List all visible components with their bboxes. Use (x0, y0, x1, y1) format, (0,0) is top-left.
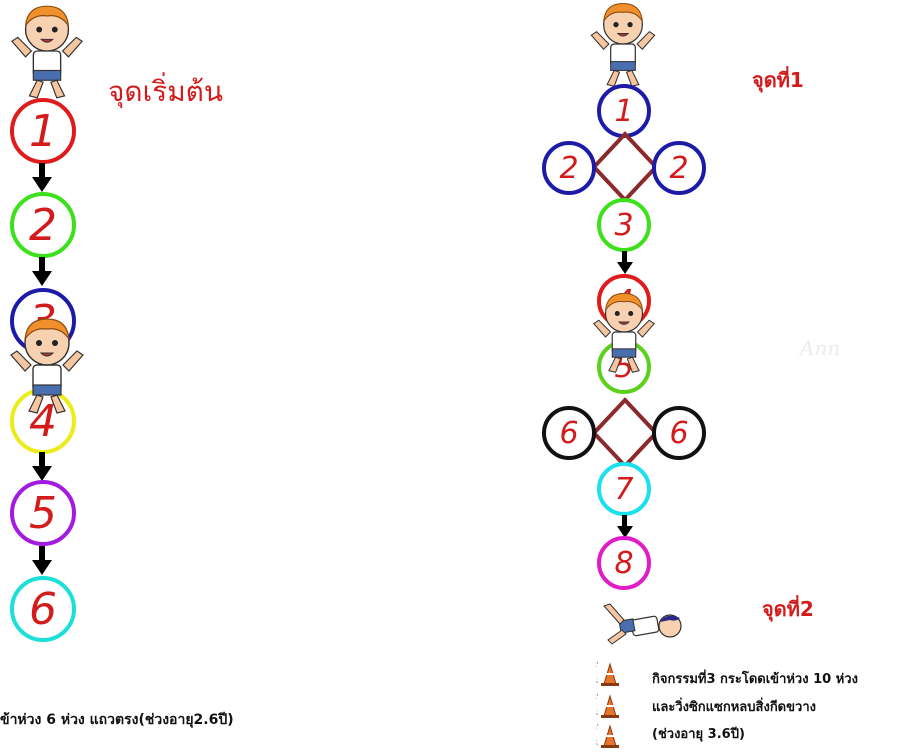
activity-description-line-3: (ช่วงอายุ 3.6ปี) (652, 727, 745, 742)
right-hoop-2-left: 2 (542, 141, 596, 195)
left-hoop-6-number: 6 (29, 583, 57, 635)
cone-icon (596, 661, 619, 686)
right-hoop-2-right: 2 (652, 141, 706, 195)
point-1-label: จุดที่1 (752, 68, 804, 92)
arrow-down-icon (617, 251, 633, 274)
cone-icon (596, 723, 619, 748)
activity-description-line-1: กิจกรรมที่3 กระโดดเข้าห่วง 10 ห่วง (652, 672, 858, 687)
right-hoop-1: 1 (597, 84, 651, 138)
right-hoop-3-number: 3 (614, 207, 634, 243)
left-hoop-5: 5 (10, 480, 76, 546)
arrow-down-icon (617, 515, 633, 538)
right-hoop-8: 8 (597, 536, 651, 590)
left-hoop-5-number: 5 (29, 487, 57, 539)
left-activity-caption: ข้าห่วง 6 ห่วง แถวตรง(ช่วงอายุ2.6ปี) (0, 712, 234, 728)
right-hoop-2-left-number: 2 (559, 150, 579, 186)
right-hoop-1-number: 1 (614, 93, 634, 129)
activity-description-line-2: และวิ่งซิกแซกหลบสิ่งกีดขวาง (652, 700, 816, 715)
point-2-label: จุดที่2 (762, 597, 814, 621)
right-hoop-6-left-number: 6 (559, 415, 579, 451)
start-label: จุดเริ่มต้น (108, 75, 223, 108)
left-hoop-2-number: 2 (29, 199, 57, 251)
arrow-down-icon (32, 163, 52, 192)
cone-icon (596, 693, 619, 718)
child-cartwheel-illustration (603, 603, 682, 645)
right-hoop-7: 7 (597, 462, 651, 516)
child-illustration-point1 (585, 0, 661, 88)
left-hoop-1: 1 (10, 98, 76, 164)
child-illustration-midway (588, 290, 660, 374)
arrow-down-icon (32, 452, 52, 481)
child-illustration-start (8, 2, 86, 100)
right-hoop-3: 3 (597, 198, 651, 252)
arrow-down-icon (32, 546, 52, 575)
right-hoop-6-right-number: 6 (669, 415, 689, 451)
right-hoop-7-number: 7 (614, 471, 634, 507)
right-hoop-6-left: 6 (542, 406, 596, 460)
child-illustration-jumping (6, 315, 88, 415)
right-hoop-6-right: 6 (652, 406, 706, 460)
left-hoop-6: 6 (10, 576, 76, 642)
left-hoop-2: 2 (10, 192, 76, 258)
watermark: Ann (800, 336, 841, 360)
right-hoop-2-right-number: 2 (669, 150, 689, 186)
zigzag-obstacle-diamond-bottom (591, 397, 659, 469)
zigzag-obstacle-diamond-top (591, 131, 659, 203)
arrow-down-icon (32, 257, 52, 286)
left-hoop-1-number: 1 (29, 105, 57, 157)
right-hoop-8-number: 8 (614, 545, 634, 581)
